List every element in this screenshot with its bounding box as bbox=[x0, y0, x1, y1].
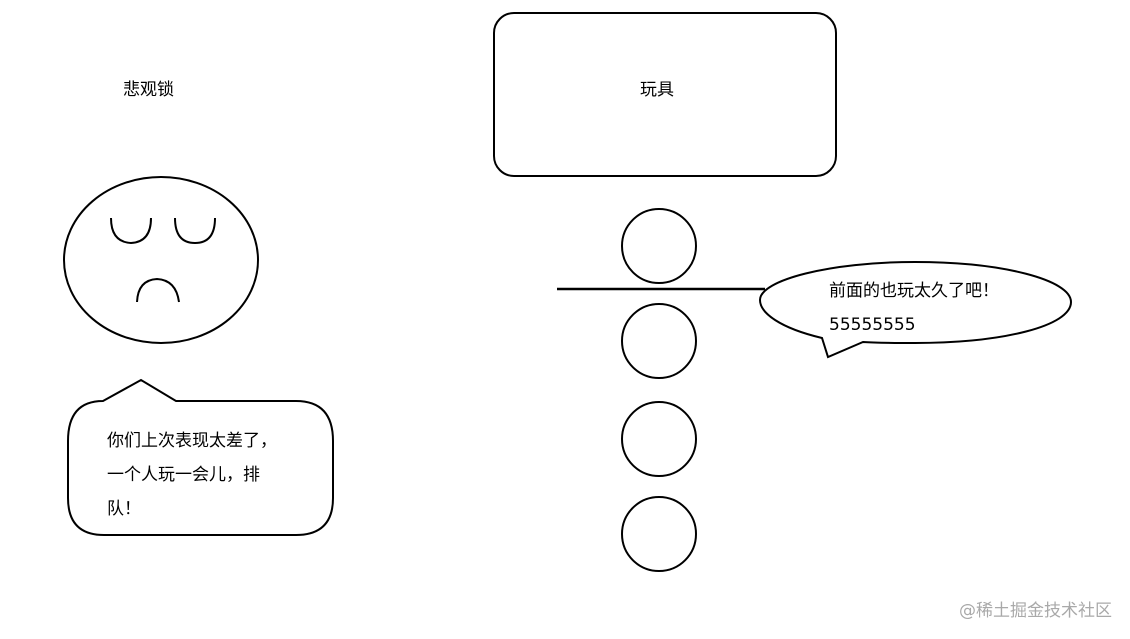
watermark: @稀土掘金技术社区 bbox=[959, 601, 1112, 621]
right-eye bbox=[174, 217, 216, 245]
left-bubble-text: 你们上次表现太差了， 一个人玩一会儿，排 队！ bbox=[107, 424, 277, 526]
queue-person-3 bbox=[621, 401, 697, 477]
left-bubble-line-2: 一个人玩一会儿，排 bbox=[107, 465, 260, 485]
diagram-title: 悲观锁 bbox=[123, 80, 174, 100]
left-bubble-line-3: 队！ bbox=[107, 499, 141, 519]
queue-person-2 bbox=[621, 303, 697, 379]
right-bubble-line-1: 前面的也玩太久了吧！ bbox=[829, 281, 999, 301]
left-speech-bubble bbox=[67, 378, 334, 536]
left-bubble-line-1: 你们上次表现太差了， bbox=[107, 431, 277, 451]
queue bbox=[621, 208, 697, 572]
face-outline bbox=[63, 176, 259, 344]
right-bubble-line-2: 55555555 bbox=[829, 315, 916, 335]
queue-person-1 bbox=[621, 208, 697, 284]
toy-box bbox=[493, 12, 837, 177]
mouth bbox=[136, 277, 180, 303]
toy-label: 玩具 bbox=[640, 80, 674, 100]
left-eye bbox=[110, 217, 152, 245]
queue-person-4 bbox=[621, 496, 697, 572]
right-bubble-text: 前面的也玩太久了吧！ 55555555 bbox=[829, 274, 999, 342]
sad-face-icon bbox=[63, 176, 259, 344]
right-speech-bubble bbox=[758, 260, 1073, 359]
